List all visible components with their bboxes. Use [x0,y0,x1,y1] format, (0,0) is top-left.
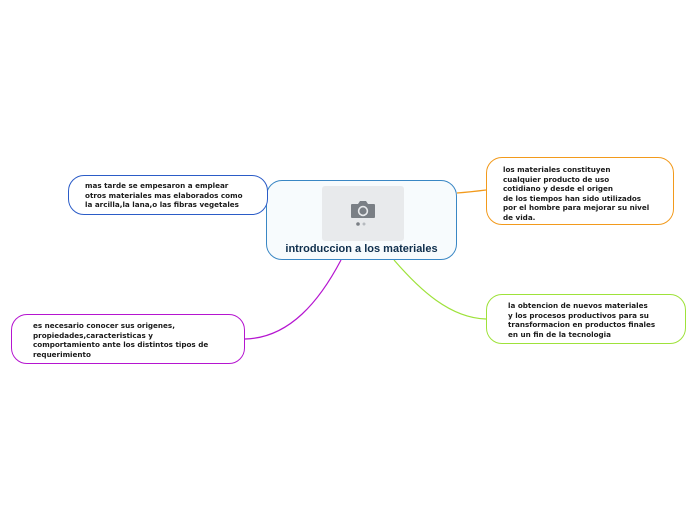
camera-icon [351,201,375,218]
carousel-dots [356,222,366,226]
subtopic-left-bottom[interactable]: es necesario conocer sus origenes, propi… [11,314,245,364]
connector-right-top [456,189,487,194]
central-title: introduccion a los materiales [285,243,438,255]
subtopic-right-top[interactable]: los materiales constituyen cualquier pro… [486,157,674,225]
image-placeholder[interactable] [322,186,404,241]
connector-right-bottom [393,259,487,320]
subtopic-left-top[interactable]: mas tarde se empesaron a emplear otros m… [68,175,268,215]
subtopic-right-bottom[interactable]: la obtencion de nuevos materiales y los … [486,294,686,344]
connector-left-bottom [244,259,342,340]
central-topic[interactable]: introduccion a los materiales [266,180,457,260]
